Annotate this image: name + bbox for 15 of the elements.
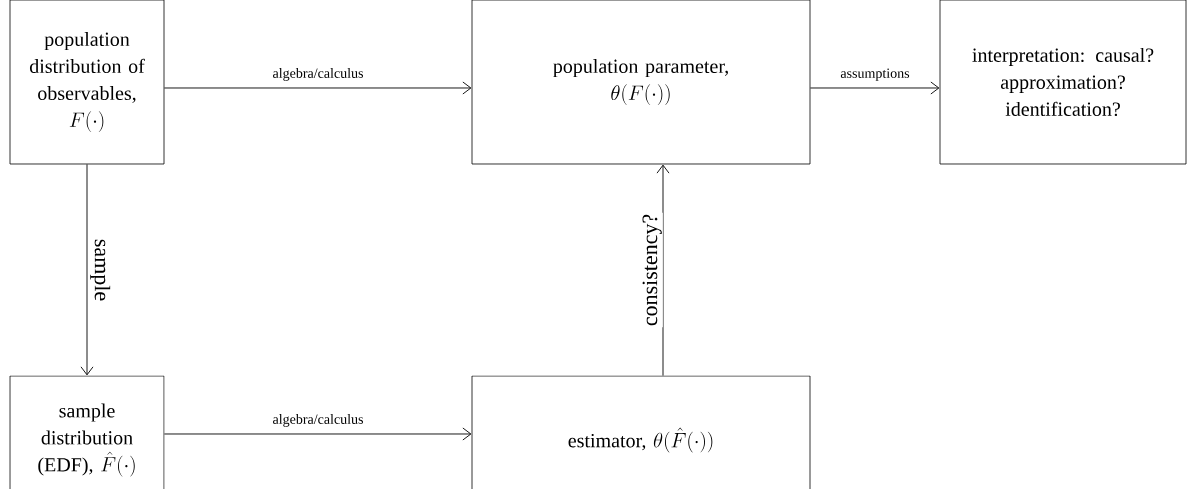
edge-label: sample [89, 237, 112, 303]
edge-label: assumptions [839, 67, 911, 82]
arrow [656, 164, 670, 377]
edge-label: consistency? [641, 212, 663, 328]
arrow [163, 427, 472, 441]
process-box: estimator, $\theta\bigl(\hat{F}(\cdot)\bigr)$ [471, 375, 811, 489]
arrow [809, 81, 940, 95]
arrow [80, 163, 94, 376]
process-box: population parameter, $\theta\bigl(F(\cdot)\bigr)$ [471, 0, 811, 165]
arrow [163, 81, 472, 95]
edge-label: algebra/calculus [271, 67, 365, 82]
process-box: population distribution of observables, $F(\cdot)$ [9, 0, 165, 165]
process-box: interpretation: causal? approximation? identification? [939, 0, 1187, 165]
edge-label: algebra/calculus [271, 413, 365, 428]
process-box: sample distribution (EDF), $\hat{F}(\cdot)$ [9, 375, 165, 489]
